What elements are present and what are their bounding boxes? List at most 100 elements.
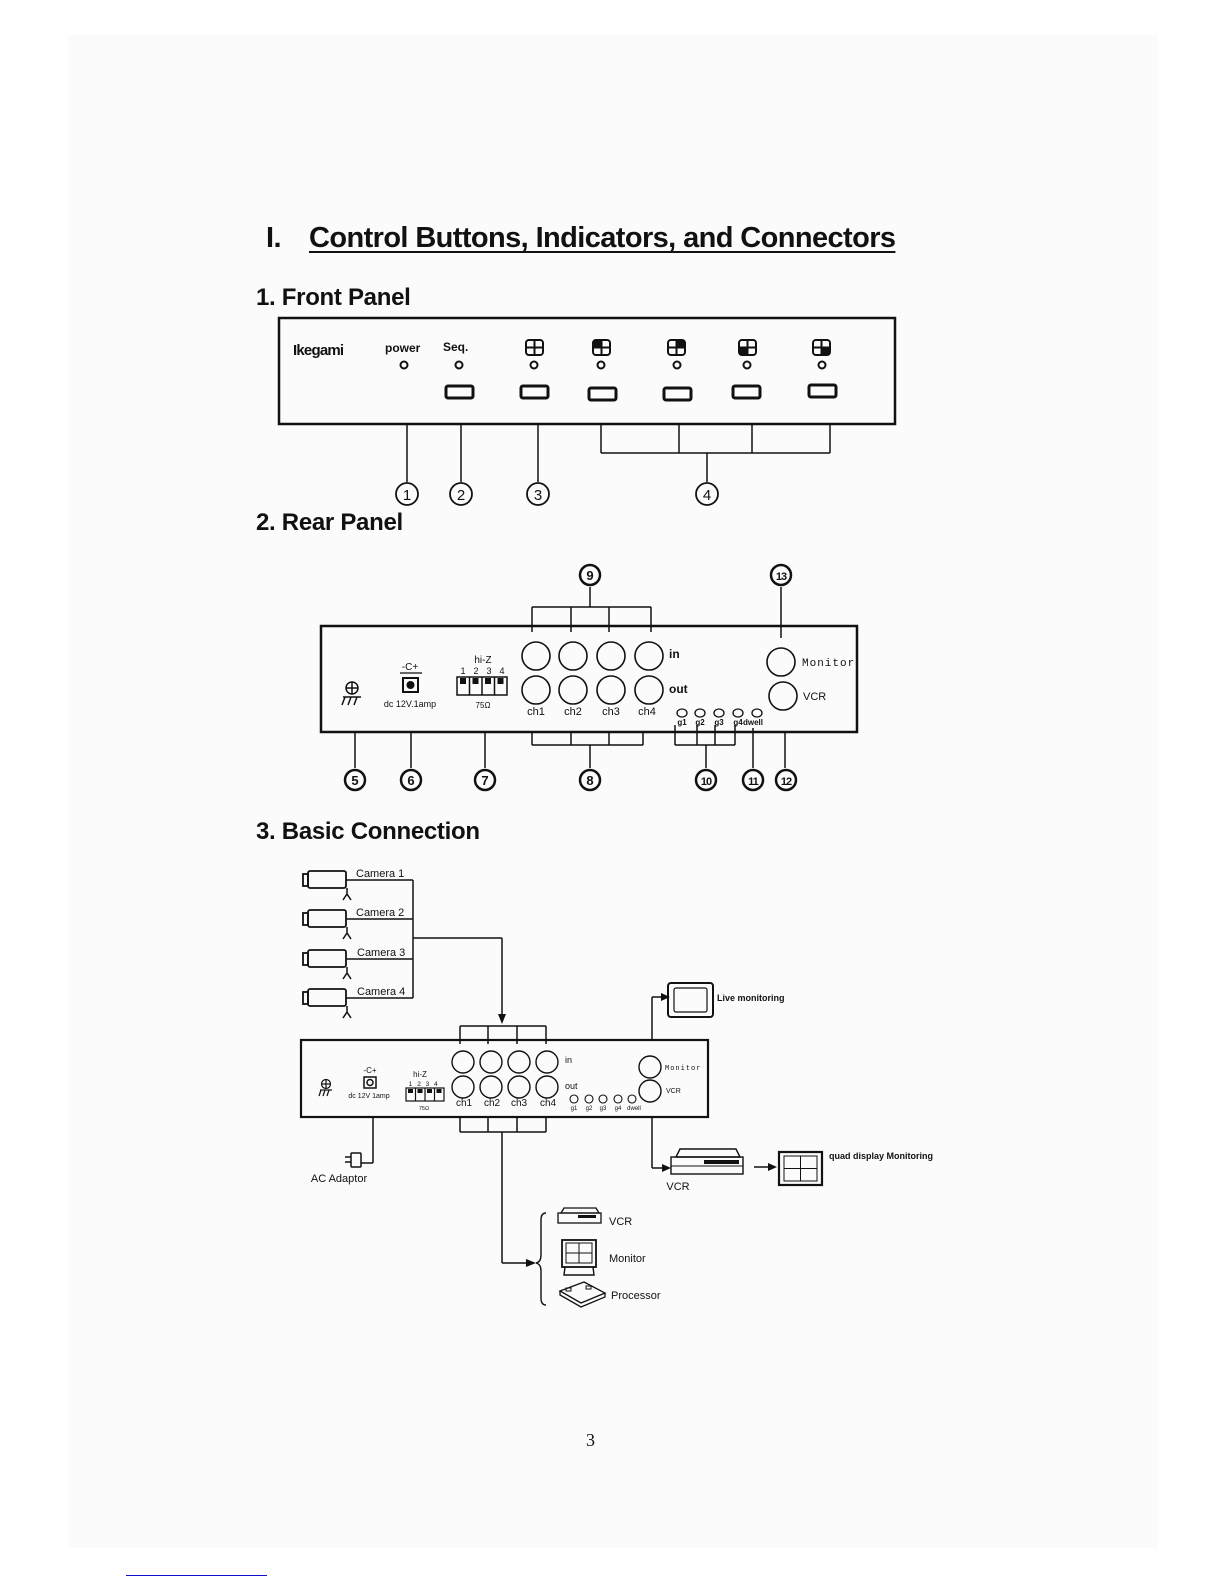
unit-ch3-out[interactable] <box>507 1075 531 1099</box>
seq-button[interactable] <box>444 384 475 400</box>
camera-2 <box>302 909 413 940</box>
unit-ch1-in[interactable] <box>451 1050 475 1074</box>
seq-label: Seq. <box>443 340 468 354</box>
callout-13-label: 13 <box>776 571 787 583</box>
g3-pot[interactable] <box>713 708 725 718</box>
monitor-out-connector[interactable] <box>766 647 796 677</box>
ch1-button[interactable] <box>587 386 618 402</box>
section-number: 2. <box>256 509 276 536</box>
ch1-led <box>596 360 606 370</box>
callout-3-label: 3 <box>534 487 542 504</box>
dip-switch[interactable] <box>456 676 508 696</box>
ch2-out-connector[interactable] <box>558 675 588 705</box>
unit-g1[interactable] <box>569 1094 579 1104</box>
unit-ohm-label: 75Ω <box>419 1106 429 1112</box>
device-group-brace <box>535 1212 547 1306</box>
callout-5-label: 5 <box>351 773 358 788</box>
unit-out-label: out <box>565 1081 578 1091</box>
camera-4-label: Camera 4 <box>357 986 405 998</box>
camera-bus-lines <box>412 880 547 1044</box>
unit-dip-switch[interactable] <box>405 1087 445 1102</box>
ch1-out-connector[interactable] <box>521 675 551 705</box>
ch2-button[interactable] <box>662 386 693 402</box>
power-led <box>399 360 409 370</box>
unit-dwell[interactable] <box>627 1094 637 1104</box>
unit-g4[interactable] <box>613 1094 623 1104</box>
unit-in-label: in <box>565 1055 572 1065</box>
ch3-out-connector[interactable] <box>596 675 626 705</box>
unit-gain-label: g3 <box>600 1106 607 1112</box>
rear-callouts: 9 13 5 6 7 8 10 11 12 <box>343 563 798 792</box>
unit-vcr-out[interactable] <box>638 1079 662 1103</box>
ch2-in-connector[interactable] <box>558 641 588 671</box>
camera-2-label: Camera 2 <box>356 907 404 919</box>
unit-dc-jack[interactable] <box>363 1076 377 1089</box>
dwell-pot[interactable] <box>751 708 763 718</box>
title-number: I. <box>266 222 282 254</box>
gain-label: g2 <box>695 718 705 727</box>
unit-ch3-in[interactable] <box>507 1050 531 1074</box>
unit-g2[interactable] <box>584 1094 594 1104</box>
monitor-label: Monitor <box>802 658 855 670</box>
ch4-in-connector[interactable] <box>634 641 664 671</box>
dip-number: 2 <box>473 666 478 676</box>
camera-3-label: Camera 3 <box>357 947 405 959</box>
hiz-label: hi-Z <box>474 655 491 666</box>
vcr-icon <box>670 1148 744 1175</box>
unit-ch2-in[interactable] <box>479 1050 503 1074</box>
footer-link-underline[interactable] <box>126 1575 267 1576</box>
unit-channel-label: ch1 <box>456 1098 473 1109</box>
unit-ch4-out[interactable] <box>535 1075 559 1099</box>
output-bus-lines <box>361 993 777 1267</box>
ch1-in-connector[interactable] <box>521 641 551 671</box>
ch2-led <box>672 360 682 370</box>
g4-pot[interactable] <box>732 708 744 718</box>
section-front-panel: 1. Front Panel <box>256 284 411 312</box>
vcr-out-connector[interactable] <box>768 681 798 711</box>
quad-led <box>529 360 539 370</box>
ch3-led <box>742 360 752 370</box>
unit-g3[interactable] <box>598 1094 608 1104</box>
channel-label: ch3 <box>602 706 620 718</box>
unit-ch2-out[interactable] <box>479 1075 503 1099</box>
page-title: I. Control Buttons, Indicators, and Conne… <box>266 222 896 255</box>
quad-unit-body <box>299 1038 710 1119</box>
callout-6-label: 6 <box>407 773 414 788</box>
output-vcr-label: VCR <box>609 1216 632 1228</box>
unit-gain-label: g1 <box>571 1106 578 1112</box>
section-title: Front Panel <box>281 284 411 311</box>
gain-label: g3 <box>714 718 724 727</box>
unit-monitor-out[interactable] <box>638 1055 662 1079</box>
g1-pot[interactable] <box>676 708 688 718</box>
title-text: Control Buttons, Indicators, and Connect… <box>309 222 896 254</box>
unit-ch1-out[interactable] <box>451 1075 475 1099</box>
output-monitor-label: Monitor <box>609 1253 646 1265</box>
g2-pot[interactable] <box>694 708 706 718</box>
quad-ch1-icon <box>592 339 611 356</box>
basic-connection-diagram: Camera 1 Camera 2 Camera 3 Camera 4 <box>299 868 933 1308</box>
gain-label: dwell <box>743 718 763 727</box>
section-number: 1. <box>256 284 276 311</box>
quad-display-icon <box>777 1150 824 1187</box>
ch3-in-connector[interactable] <box>596 641 626 671</box>
gain-label: g4 <box>733 718 743 727</box>
camera-4 <box>302 988 413 1019</box>
unit-gain-label: dwell <box>627 1106 641 1112</box>
dc-label: dc 12V.1amp <box>384 699 436 709</box>
quad-button[interactable] <box>519 384 550 400</box>
in-label: in <box>669 647 680 661</box>
callout-4 <box>695 482 719 506</box>
section-rear-panel: 2. Rear Panel <box>256 509 403 537</box>
section-title: Rear Panel <box>281 509 403 536</box>
ch4-button[interactable] <box>807 383 838 399</box>
channel-label: ch4 <box>638 706 656 718</box>
output-vcr-icon <box>557 1207 602 1224</box>
ac-adaptor-icon <box>345 1152 362 1168</box>
dc-power-jack[interactable] <box>402 677 419 693</box>
unit-channel-label: ch3 <box>511 1098 528 1109</box>
ch3-button[interactable] <box>731 384 762 400</box>
ch4-out-connector[interactable] <box>634 675 664 705</box>
seq-led <box>454 360 464 370</box>
rear-leader-lines <box>354 587 786 768</box>
unit-ch4-in[interactable] <box>535 1050 559 1074</box>
